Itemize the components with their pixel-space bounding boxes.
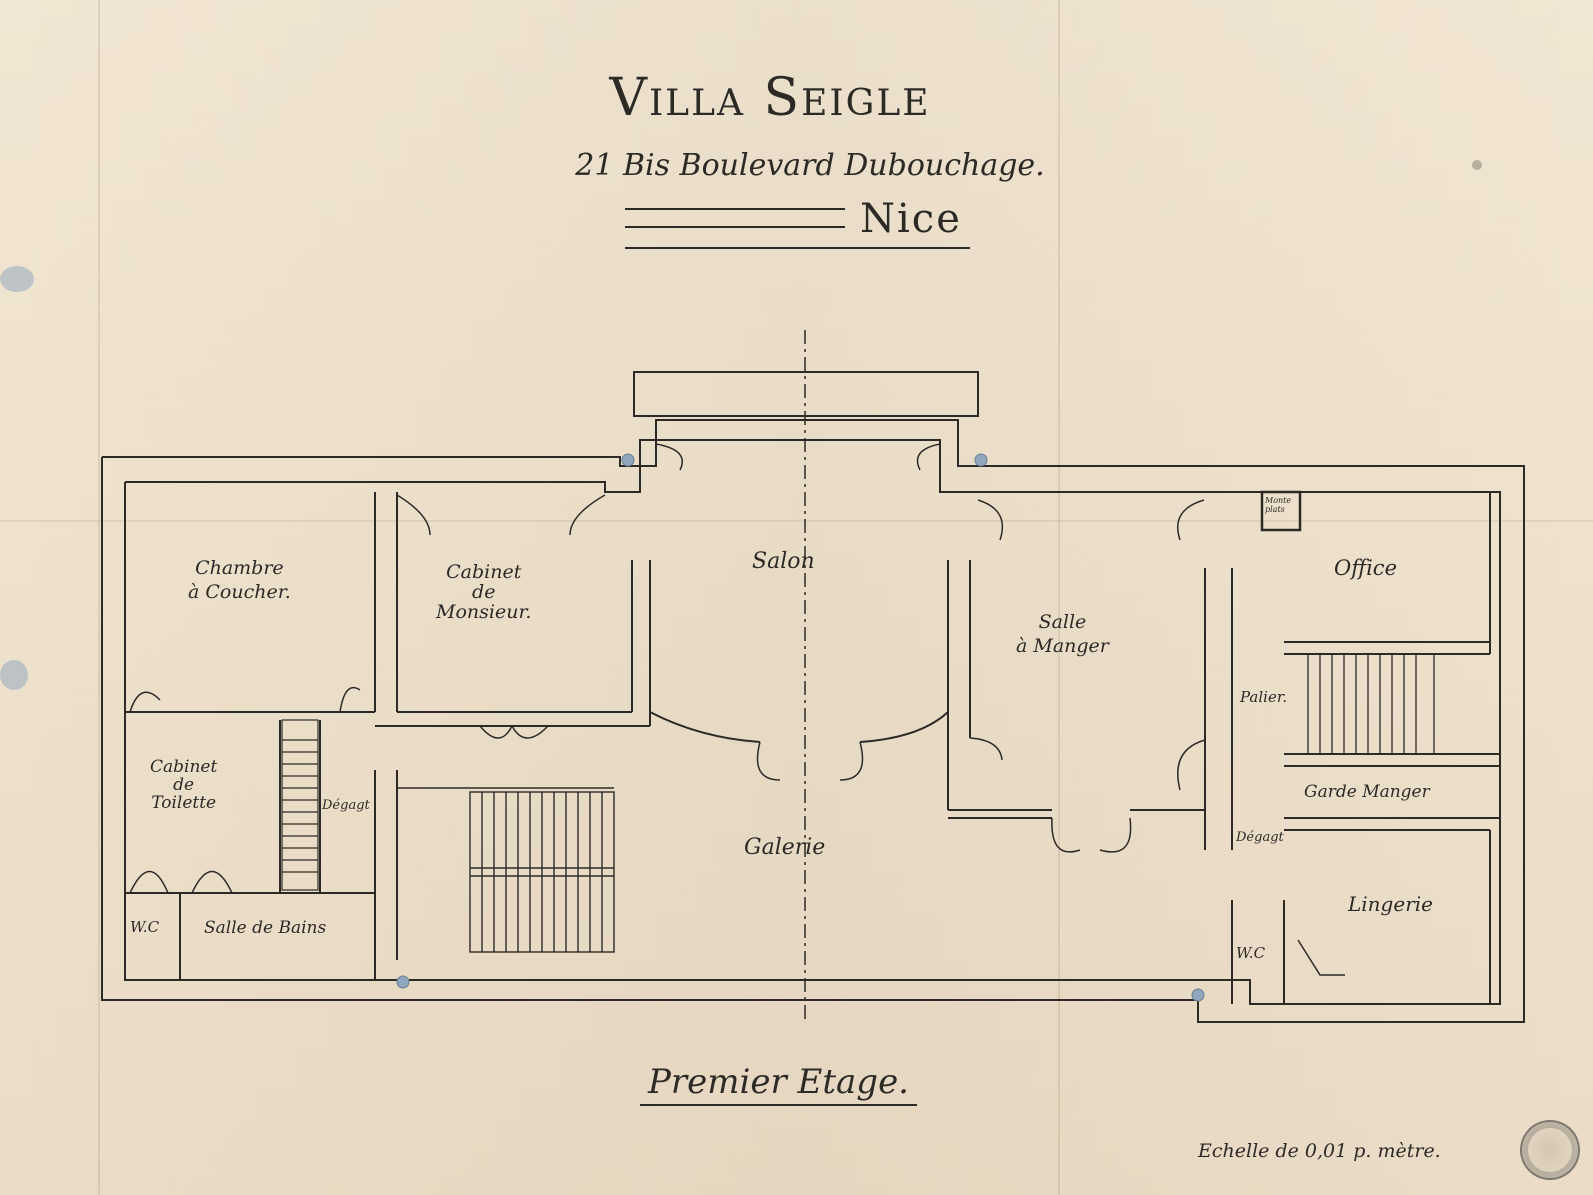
plan-title: Villa Seigle — [609, 68, 931, 128]
room-salle-manger: Salle à Manger — [1016, 611, 1109, 657]
room-garde-manger: Garde Manger — [1304, 782, 1430, 802]
title-rule — [625, 226, 845, 228]
paper-fold — [98, 0, 100, 1195]
room-cabinet-toilette: Cabinet de Toilette — [150, 757, 218, 813]
column-marks — [396, 453, 1205, 1002]
label-palier: Palier. — [1240, 688, 1288, 706]
room-salon: Salon — [752, 549, 815, 574]
curved-wall — [649, 711, 761, 743]
balcony — [633, 371, 979, 417]
label-wc-left: W.C — [130, 918, 160, 936]
office-stair — [1307, 653, 1435, 755]
plan-address: 21 Bis Boulevard Dubouchage. — [575, 148, 1045, 183]
service-stair — [281, 719, 319, 891]
archive-seal-stamp — [1520, 1120, 1580, 1180]
label-monte-plats: Monte plats — [1265, 496, 1292, 514]
room-lingerie: Lingerie — [1348, 892, 1433, 916]
title-rule — [625, 247, 970, 249]
stain — [1472, 160, 1482, 170]
label-degag-right: Dégagt — [1236, 830, 1284, 845]
paper-fold — [0, 520, 1593, 522]
scale-note: Echelle de 0,01 p. mètre. — [1198, 1140, 1441, 1162]
inner-wall — [124, 439, 1501, 1005]
room-galerie: Galerie — [744, 835, 826, 860]
label-wc-right: W.C — [1236, 944, 1266, 962]
room-office: Office — [1334, 556, 1397, 580]
plan-city: Nice — [860, 196, 962, 242]
stain — [0, 266, 34, 292]
room-chambre: Chambre à Coucher. — [188, 557, 291, 603]
monte-plats-box — [1260, 490, 1302, 532]
room-salle-bains: Salle de Bains — [204, 918, 327, 938]
door-swings — [129, 443, 1345, 976]
title-rule — [625, 208, 845, 210]
label-degag-left: Dégagt — [322, 798, 370, 813]
paper-fold — [1058, 0, 1060, 1195]
room-cabinet-monsieur: Cabinet de Monsieur. — [436, 561, 532, 623]
floor-title: Premier Etage. — [640, 1062, 917, 1106]
main-stair — [397, 787, 615, 953]
stain — [0, 660, 28, 690]
curved-wall — [859, 711, 949, 743]
